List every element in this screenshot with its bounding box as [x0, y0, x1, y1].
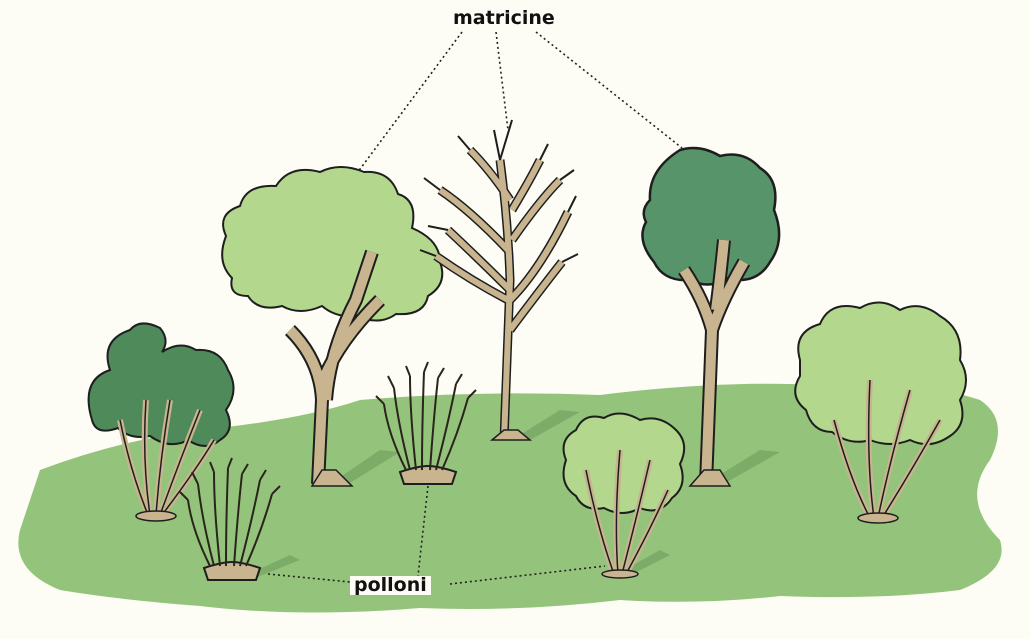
polloni-label: polloni [350, 576, 431, 595]
matricine-label: matricine [449, 9, 559, 28]
bare-tree-icon [420, 120, 578, 440]
